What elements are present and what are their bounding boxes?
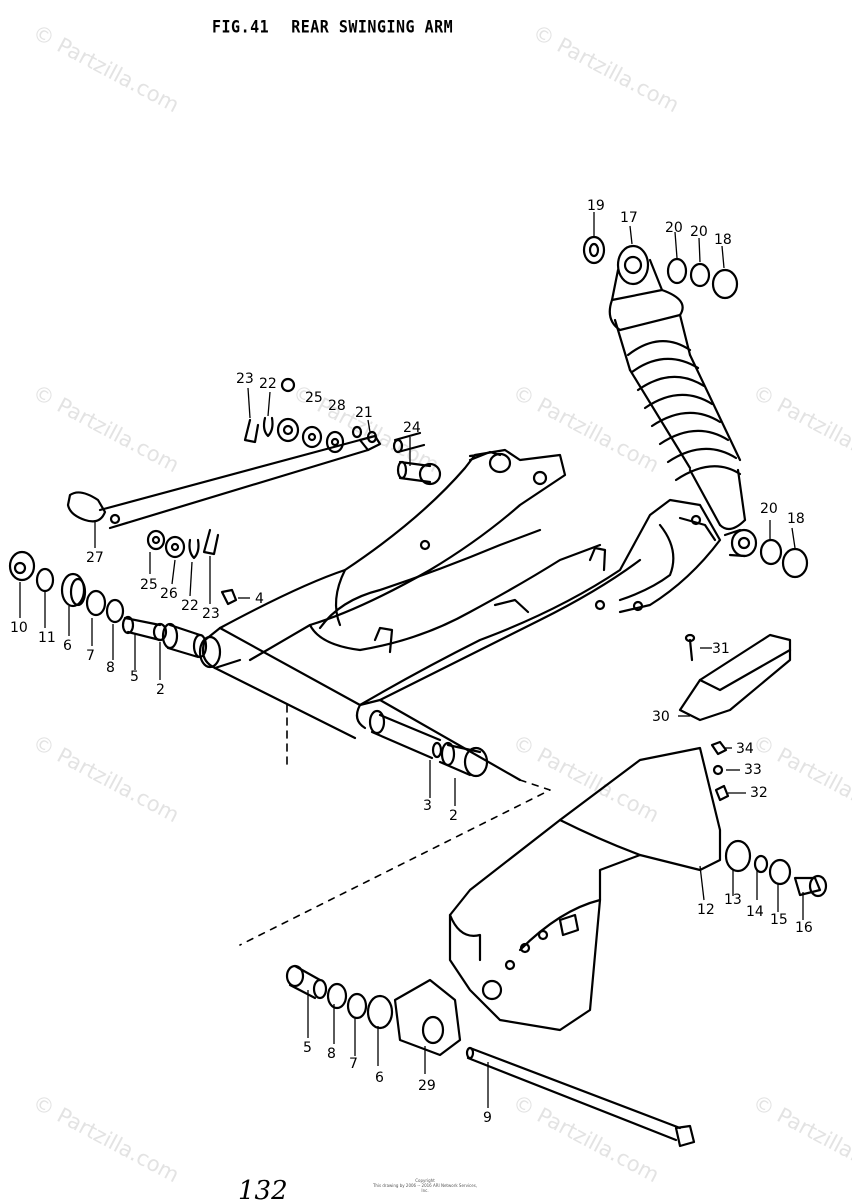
part-callout: 20 bbox=[665, 220, 683, 236]
pivot-parts-right bbox=[239, 703, 551, 946]
part-callout: 28 bbox=[328, 398, 346, 414]
part-callout: 20 bbox=[760, 501, 778, 517]
part-callout: 30 bbox=[652, 709, 670, 725]
part-callout: 6 bbox=[375, 1070, 384, 1086]
footer-line-2: This drawing by 2006 -- 2016 ARI Network… bbox=[372, 1183, 478, 1193]
part-callout: 7 bbox=[349, 1056, 358, 1072]
page-number: 132 bbox=[238, 1176, 288, 1200]
part-callout: 33 bbox=[744, 762, 762, 778]
part-callout: 2 bbox=[449, 808, 458, 824]
part-callout: 3 bbox=[423, 798, 432, 814]
part-callout: 24 bbox=[403, 420, 421, 436]
part-callout: 6 bbox=[63, 638, 72, 654]
part-callout: 26 bbox=[160, 586, 178, 602]
part-callout: 15 bbox=[770, 912, 788, 928]
figure-number: FIG.41 bbox=[212, 17, 270, 37]
part-callout: 12 bbox=[697, 902, 715, 918]
rear-shock-absorber bbox=[582, 235, 809, 579]
part-callout: 23 bbox=[202, 606, 220, 622]
part-callout: 23 bbox=[236, 371, 254, 387]
part-callout: 2 bbox=[156, 682, 165, 698]
part-callout: 13 bbox=[724, 892, 742, 908]
figure-title: FIG.41 REAR SWINGING ARM bbox=[212, 17, 453, 37]
part-callout: 8 bbox=[327, 1046, 336, 1062]
part-callout: 25 bbox=[140, 577, 158, 593]
part-callout: 7 bbox=[86, 648, 95, 664]
part-callout: 17 bbox=[620, 210, 638, 226]
part-callout: 32 bbox=[750, 785, 768, 801]
part-callout: 34 bbox=[736, 741, 754, 757]
pivot-parts-lower bbox=[285, 964, 696, 1148]
part-callout: 5 bbox=[303, 1040, 312, 1056]
part-callout: 18 bbox=[714, 232, 732, 248]
part-callout: 21 bbox=[355, 405, 373, 421]
part-callout: 31 bbox=[712, 641, 730, 657]
footer-line-1: Copyright bbox=[415, 1178, 435, 1183]
copyright-footer: Copyright This drawing by 2006 -- 2016 A… bbox=[370, 1178, 480, 1193]
part-callout: 14 bbox=[746, 904, 764, 920]
part-callout: 4 bbox=[255, 591, 264, 607]
figure-name: REAR SWINGING ARM bbox=[291, 17, 454, 37]
part-callout: 11 bbox=[38, 630, 56, 646]
part-callout: 20 bbox=[690, 224, 708, 240]
pivot-parts-left bbox=[8, 550, 208, 659]
part-callout: 25 bbox=[305, 390, 323, 406]
part-callout: 19 bbox=[587, 198, 605, 214]
part-callout: 22 bbox=[259, 376, 277, 392]
part-callout: 27 bbox=[86, 550, 104, 566]
torque-rod bbox=[66, 377, 442, 606]
part-callout: 9 bbox=[483, 1110, 492, 1126]
part-callout: 18 bbox=[787, 511, 805, 527]
part-callout: 16 bbox=[795, 920, 813, 936]
part-callout: 22 bbox=[181, 598, 199, 614]
part-callout: 5 bbox=[130, 669, 139, 685]
part-callout: 29 bbox=[418, 1078, 436, 1094]
swing-arm bbox=[198, 448, 722, 782]
part-callout: 10 bbox=[10, 620, 28, 636]
part-callout: 8 bbox=[106, 660, 115, 676]
chain-case-parts bbox=[448, 633, 828, 1032]
